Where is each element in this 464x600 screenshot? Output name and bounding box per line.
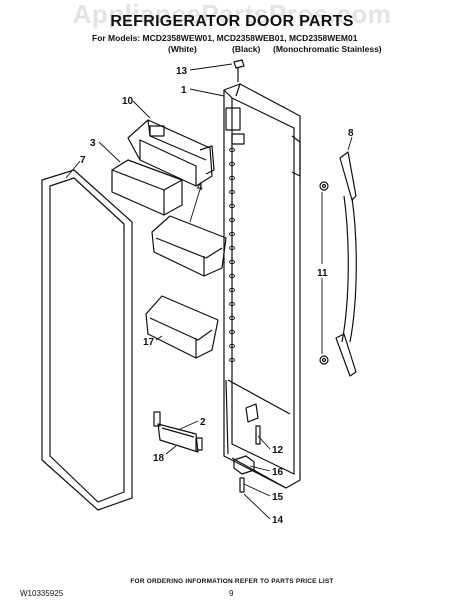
top-hinge-screw — [233, 59, 245, 82]
dairy-compartment — [127, 119, 215, 187]
ordering-info-note: FOR ORDERING INFORMATION REFER TO PARTS … — [130, 578, 334, 585]
callout-13: 13 — [176, 66, 188, 77]
variant-black: (Black) — [232, 44, 261, 54]
callout-15: 15 — [272, 492, 284, 503]
callout-14: 14 — [272, 515, 284, 526]
door-rail-holes — [229, 147, 235, 363]
callout-10: 10 — [122, 96, 134, 107]
bottom-trim — [153, 411, 203, 453]
callout-12: 12 — [272, 445, 284, 456]
callout-18: 18 — [153, 453, 165, 464]
handle-mount-studs — [319, 181, 329, 365]
callout-1: 1 — [181, 85, 187, 96]
variant-legend: (White) (Black) (Monochromatic Stainless… — [0, 44, 464, 56]
callout-7: 7 — [80, 155, 86, 166]
door-gasket — [41, 169, 133, 511]
door-assembly — [223, 83, 301, 489]
variant-white: (White) — [168, 44, 197, 54]
door-shelf-upper — [151, 215, 227, 277]
leader-lines — [65, 63, 353, 520]
watermark: AppliancePartsPros.com — [72, 0, 392, 29]
callout-8: 8 — [348, 128, 354, 139]
callout-2: 2 — [200, 417, 206, 428]
models-line: For Models: MCD2358WEW01, MCD2358WEB01, … — [92, 33, 358, 43]
bottom-hinge-bracket — [245, 403, 259, 423]
callout-4: 4 — [197, 182, 203, 193]
callout-16: 16 — [272, 467, 284, 478]
callout-11: 11 — [317, 268, 328, 279]
bottom-hinge-parts — [233, 425, 261, 493]
variant-stainless: (Monochromatic Stainless) — [273, 44, 382, 54]
document-number: W10335925 — [20, 589, 64, 598]
door-bin-small — [111, 159, 183, 216]
callout-3: 3 — [90, 138, 96, 149]
door-shelf-lower — [145, 295, 219, 359]
callout-17: 17 — [143, 337, 155, 348]
page-title: REFRIGERATOR DOOR PARTS — [110, 13, 354, 30]
door-handle — [335, 151, 357, 377]
page-number: 9 — [229, 589, 234, 598]
